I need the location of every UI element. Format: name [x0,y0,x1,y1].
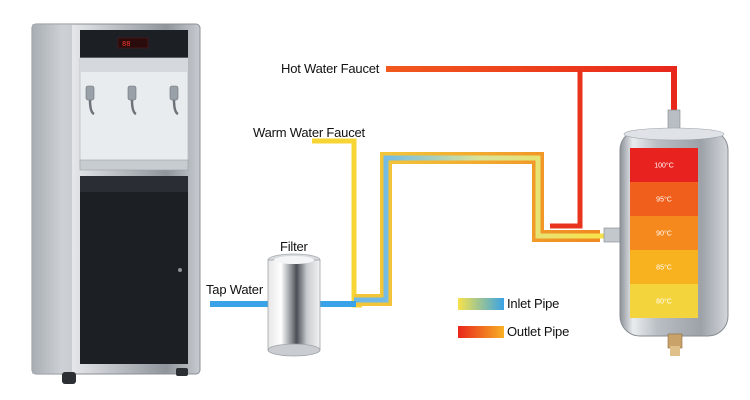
dispenser-side-panel [32,24,72,374]
legend-outlet-swatch [458,326,504,338]
tank-zone [630,284,698,318]
hot-water-faucet-label: Hot Water Faucet [281,61,380,76]
tank-zone [630,216,698,250]
tank-zone [630,182,698,216]
tap-water-label: Tap Water [206,282,263,297]
filter-cartridge [267,259,321,351]
warm-water-faucet-label: Warm Water Faucet [253,125,365,140]
water-filter [267,253,321,357]
faucet-icon [169,85,179,116]
mixing-pipe-outer [354,152,600,306]
faucet-icon [85,85,95,116]
legend-inlet-swatch [458,298,504,310]
display-digits: 88 [122,41,130,49]
legend-inlet-label: Inlet Pipe [507,296,560,311]
tank-drain [667,333,683,349]
door-lock-icon [178,268,182,272]
tank-zone-label: 90°C [656,230,672,238]
hot-water-tank: 100°C 95°C 90°C 85°C 80°C [603,109,729,356]
filter-label: Filter [280,239,308,254]
dispenser-lower-door [80,176,188,364]
tank-zone [630,148,698,182]
tank-zone-label: 100°C [654,162,674,170]
dispenser-foot [176,368,188,376]
tank-zone-label: 80°C [656,298,672,306]
dispenser-foot [62,372,76,384]
drip-tray [79,159,189,171]
hot-outlet-pipe [386,66,677,112]
dispenser-display [117,37,149,49]
mixing-pipe-inner [354,155,610,303]
tank-zone [630,250,698,284]
tank-zone-label: 85°C [656,264,672,272]
outlet-pipe-to-tank [550,69,583,229]
water-dispenser: 88 [31,23,201,384]
faucet-icon [127,85,137,116]
tank-zone-label: 95°C [656,196,672,204]
legend-outlet-label: Outlet Pipe [507,324,570,339]
